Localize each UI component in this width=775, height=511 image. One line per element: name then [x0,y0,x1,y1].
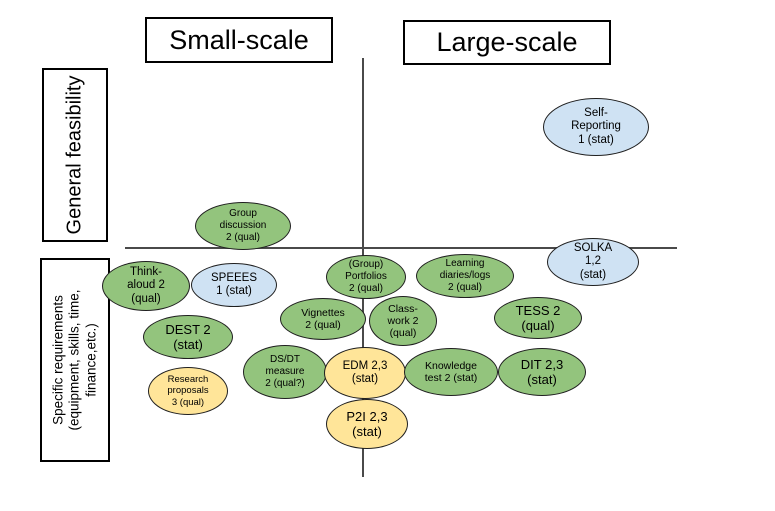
general-feasibility-text: General feasibility [63,75,86,235]
node-think-aloud: Think- aloud 2 (qual) [102,261,190,311]
node-research-proposals: Research proposals 3 (qual) [148,367,228,415]
node-self-reporting: Self- Reporting 1 (stat) [543,98,649,156]
node-group-portfolios: (Group) Portfolios 2 (qual) [326,255,406,299]
node-class-work: Class- work 2 (qual) [369,296,437,346]
axis-label-specific-requirements: Specific requirements (equipment, skills… [40,258,110,462]
node-knowledge-test: Knowledge test 2 (stat) [404,348,498,396]
node-dsdt-measure: DS/DT measure 2 (qual?) [243,345,327,399]
header-small-scale: Small-scale [145,17,333,63]
horizontal-axis-line [125,247,677,249]
node-dit: DIT 2,3 (stat) [498,348,586,396]
node-speees: SPEEES 1 (stat) [191,263,277,307]
header-small-scale-label: Small-scale [169,24,309,55]
node-tess: TESS 2 (qual) [494,297,582,339]
header-large-scale: Large-scale [403,20,611,65]
specific-requirements-text: Specific requirements (equipment, skills… [50,289,99,431]
node-edm: EDM 2,3 (stat) [324,347,406,399]
node-solka: SOLKA 1,2 (stat) [547,238,639,286]
node-dest: DEST 2 (stat) [143,315,233,359]
axis-label-general-feasibility: General feasibility [42,68,108,242]
node-group-discussion: Group discussion 2 (qual) [195,202,291,250]
node-vignettes: Vignettes 2 (qual) [280,298,366,340]
header-large-scale-label: Large-scale [436,27,578,57]
node-p2i: P2I 2,3 (stat) [326,399,408,449]
node-learning-diaries: Learning diaries/logs 2 (qual) [416,254,514,298]
